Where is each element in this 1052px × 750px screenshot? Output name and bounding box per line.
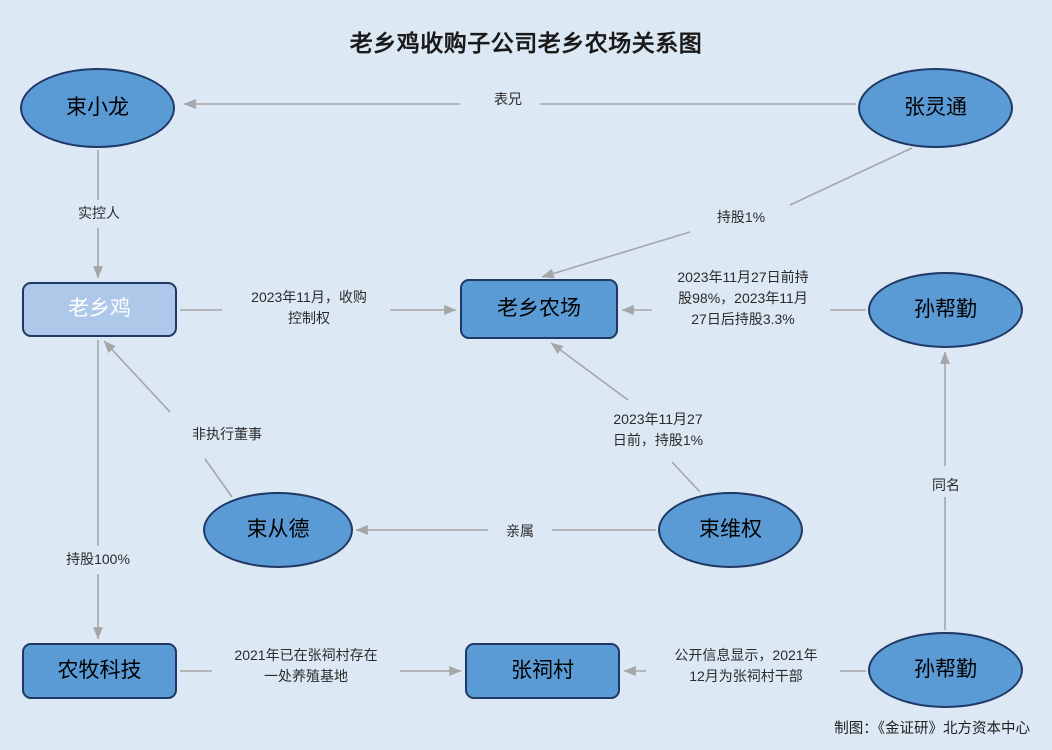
node-nong-mu-ke-ji[interactable]: 农牧科技 xyxy=(22,643,177,699)
edge-label-qin-shu: 亲属 xyxy=(506,523,534,539)
edge-label-chi-gu-1: 持股1% xyxy=(716,209,766,225)
edge-label-shou-gou: 2023年11月，收购 控制权 xyxy=(251,289,367,326)
node-shu-wei-quan[interactable]: 束维权 xyxy=(658,492,803,568)
node-label: 张灵通 xyxy=(904,95,967,119)
node-label: 老乡农场 xyxy=(497,296,581,320)
node-sun-bang-qin-bottom[interactable]: 孙帮勤 xyxy=(868,632,1023,708)
node-label: 孙帮勤 xyxy=(914,297,977,321)
node-zhang-ling-tong[interactable]: 张灵通 xyxy=(858,68,1013,148)
node-label: 农牧科技 xyxy=(57,658,142,682)
edge-label-biao-xiong: 表兄 xyxy=(494,91,522,107)
node-lao-xiang-ji[interactable]: 老乡鸡 xyxy=(22,282,177,337)
footer-credit: 制图：《金证研》北方资本中心 xyxy=(834,721,1030,737)
node-label: 老乡鸡 xyxy=(68,297,131,321)
edge-label-chi-gu-1-qian: 2023年11月27 日前，持股1% xyxy=(612,411,704,448)
node-label: 孙帮勤 xyxy=(914,657,977,681)
edge-label-tong-ming: 同名 xyxy=(932,477,960,493)
edge-label-chi-gu-98: 2023年11月27日前持 股98%，2023年11月 27日后持股3.3% xyxy=(677,269,809,327)
node-shu-cong-de[interactable]: 束从德 xyxy=(203,492,353,568)
page-title: 老乡鸡收购子公司老乡农场关系图 xyxy=(349,30,703,56)
edge-label-shi-kong-ren: 实控人 xyxy=(78,205,120,221)
node-zhang-ci-cun[interactable]: 张祠村 xyxy=(465,643,620,699)
edge-label-chi-gu-100: 持股100% xyxy=(66,551,130,567)
node-label: 束小龙 xyxy=(66,95,129,119)
node-shu-xiao-long[interactable]: 束小龙 xyxy=(20,68,175,148)
node-sun-bang-qin-top[interactable]: 孙帮勤 xyxy=(868,272,1023,348)
edge-label-fei-zhi-xing-dong-shi: 非执行董事 xyxy=(192,426,262,442)
edge-line-fei-zhi-xing-dong-shi xyxy=(103,340,233,498)
node-lao-xiang-nong-chang[interactable]: 老乡农场 xyxy=(460,279,618,339)
edge-label-yang-zhi-ji-di: 2021年已在张祠村存在 一处养殖基地 xyxy=(234,647,378,684)
node-label: 张祠村 xyxy=(511,658,574,682)
node-label: 束从德 xyxy=(246,517,310,541)
node-label: 束维权 xyxy=(699,517,762,541)
edge-label-cun-gan-bu: 公开信息显示，2021年 12月为张祠村干部 xyxy=(674,647,818,684)
